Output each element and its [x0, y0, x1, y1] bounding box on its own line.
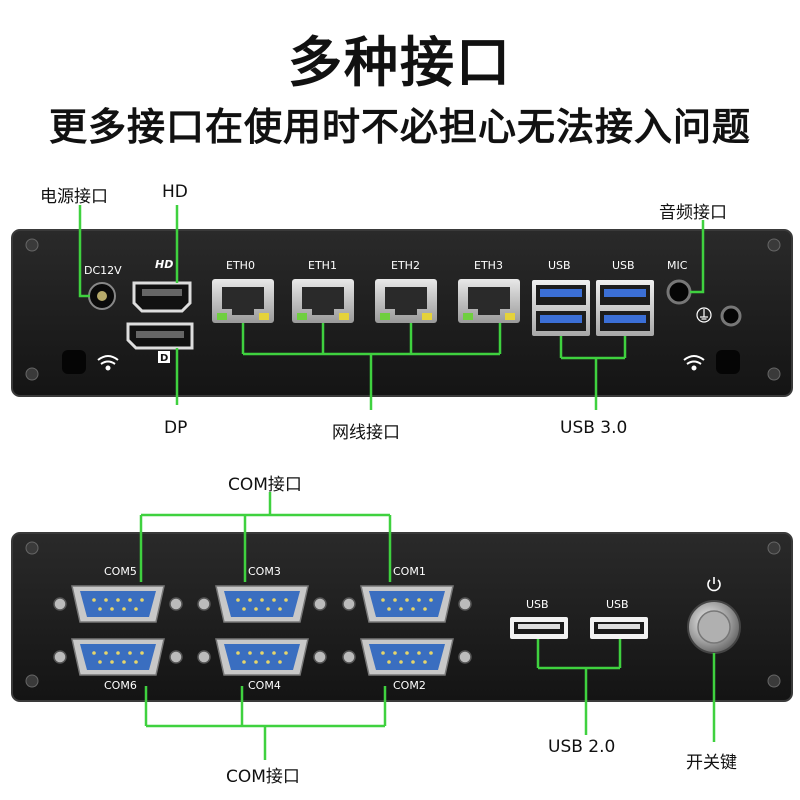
front-panel: D: [11, 205, 793, 410]
label-usb2-a: USB: [526, 598, 549, 611]
audio-jack: [720, 305, 742, 327]
headphone-icon: [696, 307, 712, 323]
label-usb-a: USB: [548, 259, 571, 272]
label-eth1: ETH1: [308, 259, 337, 272]
thumbscrew-icon: [342, 650, 356, 664]
thumbscrew-icon: [458, 597, 472, 611]
rear-panel: [11, 492, 793, 760]
usb3-ports: [532, 280, 654, 336]
thumbscrew-icon: [342, 597, 356, 611]
hdmi-logo-icon: HD: [155, 258, 174, 271]
thumbscrew-icon: [458, 650, 472, 664]
dc-pin: [97, 291, 107, 301]
com-ports: [53, 585, 472, 676]
hdmi-port: [132, 281, 192, 313]
callout-power: 电源接口: [40, 187, 108, 207]
screw-icon: [767, 238, 781, 252]
svg-text:D: D: [160, 353, 168, 364]
wifi-icon: [683, 355, 705, 371]
callout-audio: 音频接口: [659, 203, 727, 223]
page-title: 多种接口: [288, 31, 512, 94]
thumbscrew-icon: [169, 650, 183, 664]
label-com3: COM3: [248, 565, 281, 578]
screw-icon: [25, 367, 39, 381]
label-eth3: ETH3: [474, 259, 503, 272]
callout-lan: 网线接口: [332, 423, 400, 443]
callout-usb3: USB 3.0: [560, 418, 628, 438]
screw-icon: [767, 367, 781, 381]
label-com1: COM1: [393, 565, 426, 578]
rear-leader-lines: [139, 492, 716, 760]
callout-dp: DP: [164, 418, 188, 438]
db9-com-port: [342, 585, 472, 623]
db9-com-port: [53, 585, 183, 623]
label-com2: COM2: [393, 679, 426, 692]
callout-usb2: USB 2.0: [548, 737, 616, 757]
label-com6: COM6: [104, 679, 137, 692]
thumbscrew-icon: [197, 597, 211, 611]
thumbscrew-icon: [53, 597, 67, 611]
db9-com-port: [197, 638, 327, 676]
usb2-ports: [510, 617, 648, 639]
db9-com-port: [342, 638, 472, 676]
label-com5: COM5: [104, 565, 137, 578]
mic-jack: [666, 279, 692, 305]
thumbscrew-icon: [53, 650, 67, 664]
rj45-ports: [212, 279, 520, 323]
page-subtitle: 更多接口在使用时不必担心无法接入问题: [48, 105, 751, 149]
callout-hd: HD: [162, 182, 188, 202]
power-button: [687, 600, 741, 654]
label-eth0: ETH0: [226, 259, 255, 272]
label-eth2: ETH2: [391, 259, 420, 272]
antenna-hole: [716, 350, 740, 374]
thumbscrew-icon: [313, 597, 327, 611]
callout-power-switch: 开关键: [686, 753, 737, 773]
screw-icon: [25, 674, 39, 688]
antenna-hole: [62, 350, 86, 374]
label-com4: COM4: [248, 679, 281, 692]
screw-icon: [25, 238, 39, 252]
label-usb-b: USB: [612, 259, 635, 272]
displayport-port: [126, 322, 194, 350]
wifi-icon: [97, 355, 119, 371]
label-usb2-b: USB: [606, 598, 629, 611]
screw-icon: [25, 541, 39, 555]
callout-com-top: COM接口: [228, 475, 302, 495]
front-leader-lines: [78, 205, 705, 410]
callout-com-bottom: COM接口: [226, 767, 300, 787]
thumbscrew-icon: [197, 650, 211, 664]
screw-icon: [767, 541, 781, 555]
label-mic: MIC: [667, 259, 688, 272]
db9-com-port: [53, 638, 183, 676]
screw-icon: [767, 674, 781, 688]
thumbscrew-icon: [313, 650, 327, 664]
dp-logo-icon: [158, 351, 170, 363]
power-icon: [707, 577, 721, 592]
thumbscrew-icon: [169, 597, 183, 611]
label-dc12v: DC12V: [84, 264, 122, 277]
db9-com-port: [197, 585, 327, 623]
